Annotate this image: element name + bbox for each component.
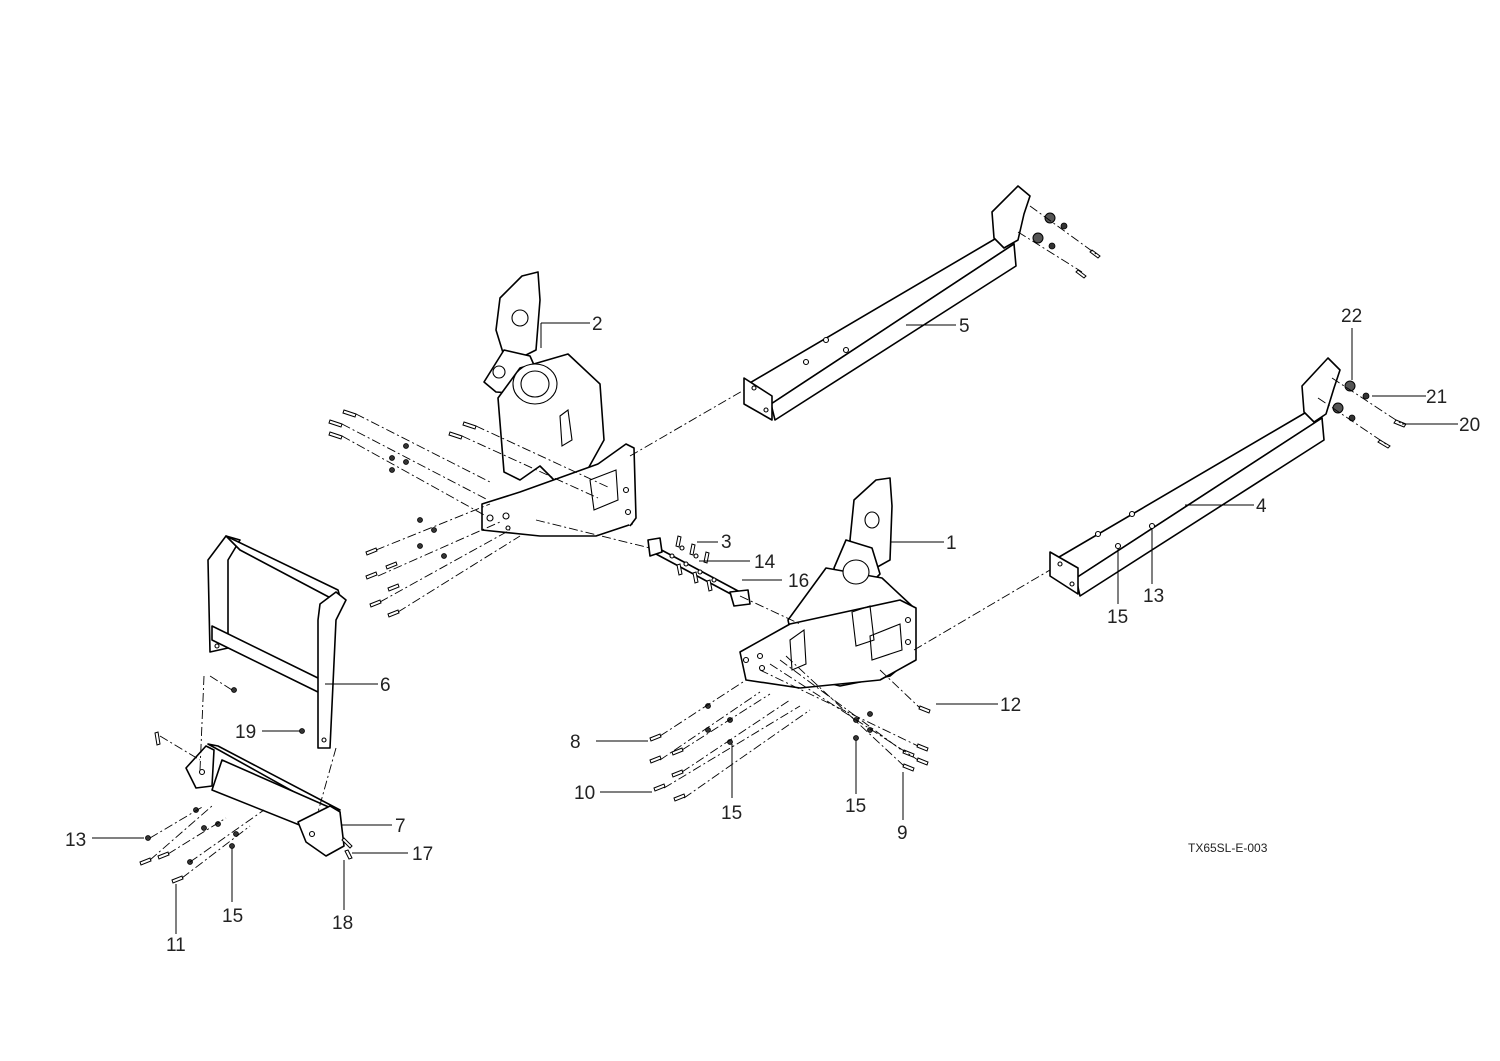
callout-16: 16 [788,571,809,592]
callout-13-rail: 13 [1143,586,1164,607]
callout-15-bracket-b: 15 [845,796,866,817]
callout-13-crossbar: 13 [65,830,86,851]
part-2-left-bracket [481,271,637,537]
assembly-centerlines [149,205,1403,879]
callout-20: 20 [1459,415,1480,436]
part-4-lower-rail [1049,357,1341,597]
part-3-link-bar [647,537,751,607]
hardware [139,212,1407,884]
callout-21: 21 [1426,387,1447,408]
leader-lines [92,322,1458,934]
part-7-lower-crossbar [185,743,345,857]
drawing-code: TX65SL-E-003 [1188,841,1268,855]
part-1-right-bracket [739,477,917,689]
callout-8: 8 [570,732,581,753]
callout-15-crossbar: 15 [222,906,243,927]
callout-22: 22 [1341,306,1362,327]
callout-11: 11 [166,935,186,956]
callout-12: 12 [1000,695,1021,716]
callout-6: 6 [380,675,391,696]
callout-3: 3 [721,532,732,553]
callout-17: 17 [412,844,433,865]
callout-14: 14 [754,552,776,573]
callout-2: 2 [592,314,603,335]
callout-18: 18 [332,913,353,934]
callout-labels: 2 5 22 21 20 4 1 3 14 16 13 15 6 12 19 8… [65,306,1480,956]
callout-1: 1 [946,533,957,554]
callout-10: 10 [574,783,595,804]
callout-9: 9 [897,823,908,844]
part-5-upper-rail [743,185,1031,421]
part-6-guard-frame [207,535,347,749]
callout-4: 4 [1256,496,1267,517]
callout-15-bracket-a: 15 [721,803,742,824]
callout-19: 19 [235,722,256,743]
callout-15-rail: 15 [1107,607,1128,628]
callout-7: 7 [395,816,406,837]
callout-5: 5 [959,316,970,337]
